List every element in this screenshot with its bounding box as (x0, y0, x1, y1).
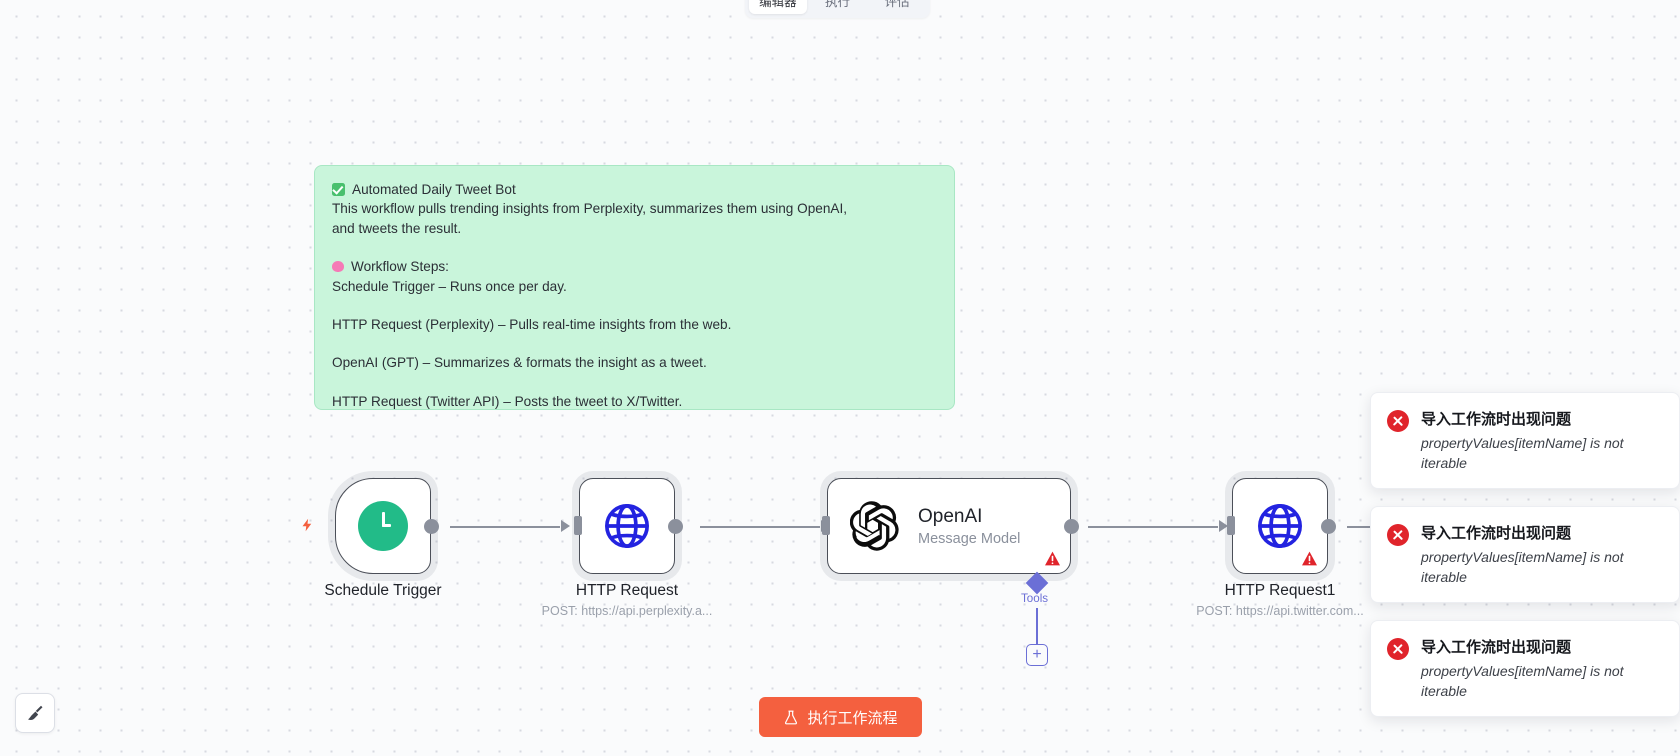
brain-emoji-icon (332, 261, 344, 273)
sticky-note-step-4: HTTP Request (Twitter API) – Posts the t… (332, 393, 683, 409)
connection-arrow-3 (1219, 520, 1228, 532)
tidy-up-button[interactable] (15, 693, 55, 733)
openai-logo-icon (850, 501, 899, 551)
node-schedule-trigger[interactable]: Schedule Trigger (324, 478, 442, 599)
toast-body: 导入工作流时出现问题 propertyValues[itemName] is n… (1421, 636, 1624, 701)
tab-executions[interactable]: 执行 (825, 0, 851, 9)
warning-triangle-icon[interactable] (1044, 551, 1061, 566)
toast-body: 导入工作流时出现问题 propertyValues[itemName] is n… (1421, 522, 1624, 587)
error-toast[interactable]: 导入工作流时出现问题 propertyValues[itemName] is n… (1370, 620, 1680, 717)
toast-message-line1: propertyValues[itemName] is not (1421, 435, 1624, 451)
node-http-request1[interactable]: HTTP Request1 POST: https://api.twitter.… (1196, 478, 1364, 618)
sticky-spacer-2 (332, 296, 937, 315)
output-endpoint-http-request[interactable] (668, 519, 683, 534)
output-endpoint-schedule-trigger[interactable] (424, 519, 439, 534)
editor-tab-bar: 编辑器 执行 评估 (745, 0, 930, 18)
lightning-bolt-icon (302, 518, 312, 532)
toast-title: 导入工作流时出现问题 (1421, 411, 1572, 428)
connection-trigger-to-http[interactable] (450, 526, 560, 529)
tab-editor[interactable]: 编辑器 (749, 0, 807, 14)
sticky-spacer-1 (332, 238, 937, 257)
sticky-spacer-4 (332, 373, 937, 392)
globe-icon (1258, 504, 1302, 548)
toast-stack: 导入工作流时出现问题 propertyValues[itemName] is n… (1370, 392, 1680, 717)
error-circle-icon (1387, 410, 1409, 432)
sticky-note-step-3: OpenAI (GPT) – Summarizes & formats the … (332, 355, 707, 371)
error-toast[interactable]: 导入工作流时出现问题 propertyValues[itemName] is n… (1370, 506, 1680, 603)
sticky-note-title-row: Automated Daily Tweet Bot (332, 180, 937, 199)
node-openai-text: OpenAI Message Model (918, 506, 1020, 547)
add-tool-button[interactable]: + (1026, 644, 1048, 666)
tools-connector-label: Tools (1021, 592, 1049, 605)
output-endpoint-http-request1[interactable] (1321, 519, 1336, 534)
node-openai-box[interactable]: OpenAI Message Model (827, 478, 1071, 574)
execute-workflow-label: 执行工作流程 (807, 709, 898, 727)
error-circle-icon (1387, 524, 1409, 546)
sticky-note-step-2: HTTP Request (Perplexity) – Pulls real-t… (332, 317, 732, 333)
toast-body: 导入工作流时出现问题 propertyValues[itemName] is n… (1421, 408, 1624, 473)
error-circle-icon (1387, 638, 1409, 660)
node-http-request1-box[interactable] (1232, 478, 1328, 574)
error-toast[interactable]: 导入工作流时出现问题 propertyValues[itemName] is n… (1370, 392, 1680, 489)
warning-triangle-icon[interactable] (1301, 551, 1318, 566)
tools-connector-diamond[interactable] (1025, 571, 1049, 595)
sticky-note-desc-line1: This workflow pulls trending insights fr… (332, 201, 847, 217)
node-http-request1-subtitle: POST: https://api.twitter.com... (1196, 604, 1364, 618)
toast-title: 导入工作流时出现问题 (1421, 639, 1572, 656)
globe-icon (605, 504, 649, 548)
node-schedule-trigger-box[interactable] (335, 478, 431, 574)
node-http-request-box[interactable] (579, 478, 675, 574)
node-http-request-label: HTTP Request (575, 582, 679, 599)
flask-icon (785, 710, 798, 724)
input-endpoint-openai[interactable] (822, 516, 830, 535)
node-http-request[interactable]: HTTP Request POST: https://api.perplexit… (542, 478, 712, 618)
check-emoji-icon (332, 183, 345, 196)
toast-message-line2: iterable (1421, 683, 1467, 699)
node-openai[interactable]: OpenAI Message Model (822, 478, 1079, 574)
output-endpoint-openai[interactable] (1064, 519, 1079, 534)
node-openai-subtitle: Message Model (918, 530, 1021, 547)
broom-icon (28, 705, 43, 720)
sticky-note[interactable]: Automated Daily Tweet Bot This workflow … (314, 165, 955, 410)
tools-connector-line (1036, 608, 1039, 650)
input-endpoint-http-request[interactable] (574, 516, 582, 535)
toast-message-line2: iterable (1421, 569, 1467, 585)
sticky-note-steps-heading-row: Workflow Steps: (332, 257, 937, 276)
input-endpoint-http-request1[interactable] (1227, 516, 1235, 535)
node-openai-title: OpenAI (918, 505, 983, 527)
sticky-note-title: Automated Daily Tweet Bot (352, 182, 516, 197)
clock-icon (358, 501, 408, 551)
connection-arrow-1 (561, 520, 570, 532)
tab-evaluations[interactable]: 评估 (884, 0, 910, 9)
sticky-note-desc-line2: and tweets the result. (332, 220, 462, 236)
sticky-note-steps-heading: Workflow Steps: (351, 259, 449, 275)
connection-http-to-openai[interactable] (700, 526, 820, 529)
execute-workflow-button[interactable]: 执行工作流程 (759, 697, 922, 737)
node-schedule-trigger-label: Schedule Trigger (324, 582, 442, 599)
toast-message-line1: propertyValues[itemName] is not (1421, 663, 1624, 679)
toast-message-line2: iterable (1421, 455, 1467, 471)
toast-title: 导入工作流时出现问题 (1421, 525, 1572, 542)
sticky-note-step-1: Schedule Trigger – Runs once per day. (332, 278, 567, 294)
node-http-request1-label: HTTP Request1 (1224, 582, 1336, 599)
sticky-spacer-3 (332, 334, 937, 353)
node-http-request-subtitle: POST: https://api.perplexity.a... (541, 604, 713, 618)
toast-message-line1: propertyValues[itemName] is not (1421, 549, 1624, 565)
connection-openai-to-http1[interactable] (1088, 526, 1218, 529)
